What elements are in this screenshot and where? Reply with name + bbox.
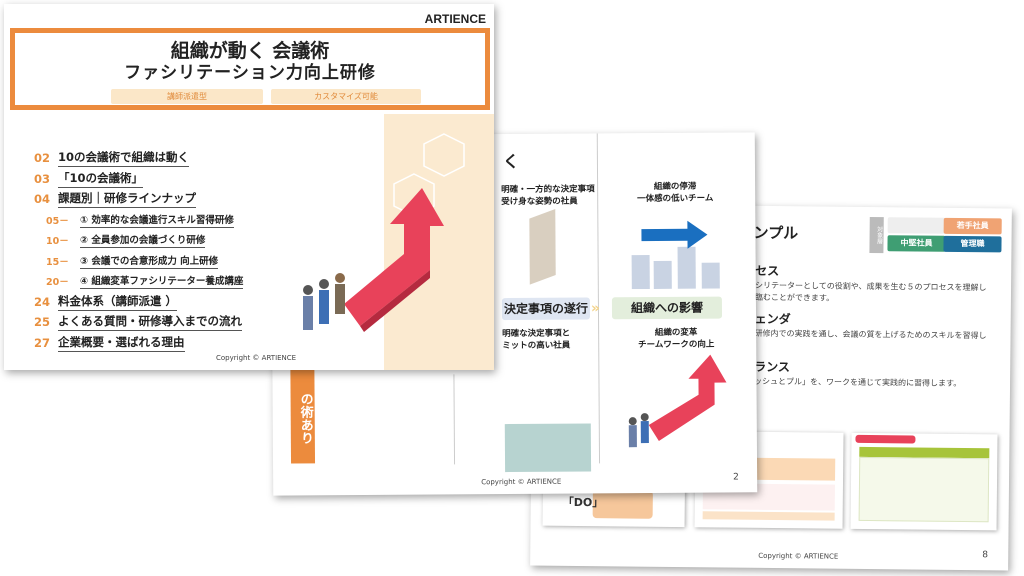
page-number: 8: [982, 550, 989, 561]
toc-label: 「10の会議術」: [58, 170, 144, 188]
toc-label: ① 効率的な会議進行スキル習得研修: [80, 212, 234, 228]
col2-band: 決定事項の遂行: [501, 297, 591, 321]
toc-page-number: 03: [34, 171, 51, 186]
toc-page-number: 15－: [46, 256, 69, 268]
section-heading: ェンダ: [754, 311, 791, 327]
pill-dispatch: 講師派遣型: [111, 89, 263, 104]
title-line-1: 組織が動く 会議術: [170, 40, 330, 62]
thumbnail-agenda: [850, 432, 998, 531]
section-text: 研修内での実践を通し、会議の質を上げるためのスキルを習得し: [754, 328, 987, 341]
toc-label: 課題別｜研修ラインナップ: [58, 190, 196, 209]
toc-label: 10の会議術で組織は動く: [58, 149, 190, 168]
title-box: 組織が動く 会議術 ファシリテーション力向上研修 講師派遣型 カスタマイズ可能: [10, 28, 490, 110]
section-text: 臨むことができます。: [754, 292, 835, 303]
vertical-label: の術あり: [290, 367, 316, 464]
slide-2[interactable]: く の術あり 明確・一方的な決定事項 受け身な姿勢の社員 決定事項の遂行 » 明…: [270, 132, 758, 496]
tag-junior: 若手社員: [943, 217, 1002, 235]
toc-page-number: 05－: [46, 215, 69, 227]
tag-manager: 管理職: [943, 235, 1002, 253]
section-heading: ランス: [754, 359, 791, 375]
toc-item[interactable]: 27 企業概要・選ばれる理由: [34, 333, 243, 354]
slide-title: く: [502, 151, 520, 172]
brand-logo: ARTIENCE: [424, 12, 486, 26]
toc-label: よくある質問・研修導入までの流れ: [58, 313, 242, 332]
toc-item[interactable]: 04 課題別｜研修ラインナップ: [34, 189, 243, 210]
toc-page-number: 10－: [46, 236, 69, 248]
col3-band: 組織への影響: [611, 296, 723, 320]
tag-mid: 中堅社員: [887, 235, 946, 252]
toc-label: ③ 会議での合意形成力 向上研修: [80, 253, 219, 269]
page-number: 2: [733, 472, 739, 483]
toc-label: ② 全員参加の会議づくり研修: [80, 232, 206, 249]
growth-illustration: [631, 220, 720, 290]
toc-page-number: 27: [34, 335, 51, 350]
toc-label: ④ 組織変革ファシリテーター養成講座: [80, 273, 244, 290]
toc-item[interactable]: 25 よくある質問・研修導入までの流れ: [34, 312, 243, 333]
toc-subitem[interactable]: 10－ ② 全員参加の会議づくり研修: [34, 230, 243, 251]
toc-page-number: 02: [34, 151, 51, 166]
col2-top: 明確・一方的な決定事項 受け身な姿勢の社員: [501, 184, 595, 208]
toc-page-number: 24: [34, 294, 51, 309]
toc-page-number: 20－: [46, 277, 69, 289]
toc-item[interactable]: 03 「10の会議術」: [34, 169, 243, 190]
copyright: Copyright © ARTIENCE: [758, 551, 839, 561]
target-label: 対象層: [869, 217, 884, 254]
col3-bottom: 組織の変革 チームワークの向上: [638, 327, 715, 351]
road-illustration: [504, 423, 592, 473]
toc-item[interactable]: 02 10の会議術で組織は動く: [34, 148, 243, 169]
arrow-illustration: [628, 354, 727, 448]
section-heading: セス: [755, 263, 780, 279]
toc-page-number: 25: [34, 315, 51, 330]
do-label: 「DO」: [562, 495, 604, 510]
col2-bottom: 明確な決定事項と ミットの高い社員: [502, 328, 571, 352]
toc-label: 企業概要・選ばれる理由: [58, 334, 185, 352]
toc-page-number: 04: [34, 192, 51, 207]
toc-subitem[interactable]: 20－ ④ 組織変革ファシリテーター養成講座: [34, 271, 244, 292]
copyright: Copyright © ARTIENCE: [216, 354, 297, 362]
toc-subitem[interactable]: 15－ ③ 会議での合意形成力 向上研修: [34, 251, 243, 272]
toc-label: 料金体系（講師派遣 ）: [58, 293, 178, 311]
chevron-icon: »: [590, 300, 601, 317]
slide-cover[interactable]: ARTIENCE 組織が動く 会議術 ファシリテーション力向上研修 講師派遣型 …: [4, 4, 494, 370]
col3-top: 組織の停滞 一体感の低いチーム: [637, 181, 714, 205]
team-pushing-arrow-illustration: [303, 188, 444, 332]
tag-blank: [887, 217, 946, 234]
pill-customizable: カスタマイズ可能: [271, 89, 421, 104]
table-of-contents: 02 10の会議術で組織は動く 03 「10の会議術」 04 課題別｜研修ラインナップ…: [34, 148, 244, 354]
toc-item[interactable]: 24 料金体系（講師派遣 ）: [34, 292, 243, 313]
copyright: Copyright © ARTIENCE: [481, 477, 562, 487]
hexagon-background: [384, 114, 494, 370]
toc-subitem[interactable]: 05－ ① 効率的な会議進行スキル習得研修: [34, 210, 243, 231]
title-line-2: ファシリテーション力向上研修: [124, 63, 376, 83]
slide-title: ンプル: [753, 223, 799, 243]
section-text: ッシュとプル」を、ワークを通じて実践的に習得します。: [754, 376, 962, 388]
